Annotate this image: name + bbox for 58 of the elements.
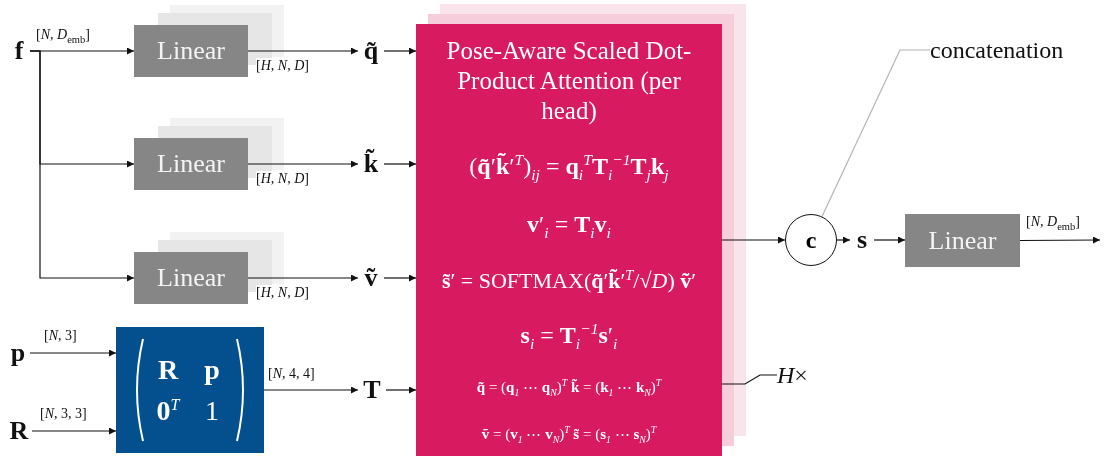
edge-label: [N, 3, 3] <box>40 406 87 422</box>
equation: s$_{i}$ = T$_{i}$$^{−1}$s′$_{i}$ <box>520 318 618 353</box>
edge-label: [N, D$_{emb}$] <box>1026 214 1080 233</box>
repeat-count: H× <box>777 359 839 391</box>
box-label: Linear <box>157 149 225 179</box>
arrow <box>1019 236 1101 244</box>
matrix-box <box>116 327 264 453</box>
matrix-entry: 0$^{T}$ <box>156 394 180 427</box>
equation: ṽ = (v$_{1}$ ⋯ v$_{N}$)$^{T}$ s̃ = (s$_{1}$ ⋯ s$_{N}$)$^{T}$ <box>481 423 657 446</box>
vector-symbol: ṽ <box>358 262 384 294</box>
arrow <box>247 160 359 168</box>
arrow <box>383 274 417 282</box>
arrow <box>721 236 786 244</box>
leader-line <box>821 49 931 218</box>
vector-symbol: k̃ <box>358 148 384 180</box>
edge-label: [H, N, D] <box>256 171 309 187</box>
vector-symbol: p <box>6 337 30 369</box>
edge-label: [N, 3] <box>44 328 77 344</box>
equation: s̃′ = SOFTMAX(q̃′k̃′$^{T}$/√D) ṽ′ <box>441 266 696 295</box>
matrix-symbol: R <box>6 415 32 447</box>
box-label: Linear <box>928 225 997 256</box>
block-title: Pose-Aware Scaled Dot-Product Attention (per head) <box>445 36 693 126</box>
linear-layer-box <box>134 252 248 304</box>
box-label: Linear <box>157 263 225 293</box>
vector-symbol: q̃ <box>358 35 384 67</box>
leader-line <box>721 374 778 385</box>
matrix-symbol: T <box>358 374 386 406</box>
equation: q̃ = (q$_{1}$ ⋯ q$_{N}$)$^{T}$ k̃ = (k$_{1}$ ⋯ k$_{N}$)$^{T}$ <box>476 377 662 400</box>
vector-symbol: s <box>850 224 874 256</box>
equation: v′$_{i}$ = T$_{i}$v$_{i}$ <box>527 209 611 243</box>
arrow <box>247 47 359 55</box>
attention-block <box>416 24 722 456</box>
arrow <box>247 274 359 282</box>
linear-layer-box <box>134 138 248 190</box>
arrow <box>383 160 417 168</box>
arrow <box>29 50 135 282</box>
matrix-entry: 1 <box>205 394 219 427</box>
edge-label: [N, 4, 4] <box>268 366 315 382</box>
arrow <box>836 236 851 244</box>
operator-label: c <box>805 228 817 252</box>
matrix-entry: p <box>204 353 220 386</box>
linear-layer-box <box>905 214 1020 267</box>
operator-circle <box>785 214 837 266</box>
arrow <box>873 236 906 244</box>
arrow <box>385 386 417 394</box>
callout-text: concatenation <box>930 34 1100 66</box>
edge-label: [H, N, D] <box>256 58 309 74</box>
arrow <box>31 427 117 435</box>
equation: (q̃′k̃′$^{T}$)$_{ij}$ = q$_{i}$$^{T}$T$_{i}$$^{−1}$T$_{j}$k$_{j}$ <box>469 150 669 185</box>
vector-symbol: f <box>8 35 30 67</box>
matrix-entry: R <box>157 353 179 386</box>
box-label: Linear <box>157 36 225 66</box>
edge-label: [H, N, D] <box>256 285 309 301</box>
edge-label: [N, D$_{emb}$] <box>36 27 90 46</box>
arrow <box>29 349 117 357</box>
arrow <box>383 47 417 55</box>
linear-layer-box <box>134 25 248 77</box>
arrow <box>263 386 359 394</box>
